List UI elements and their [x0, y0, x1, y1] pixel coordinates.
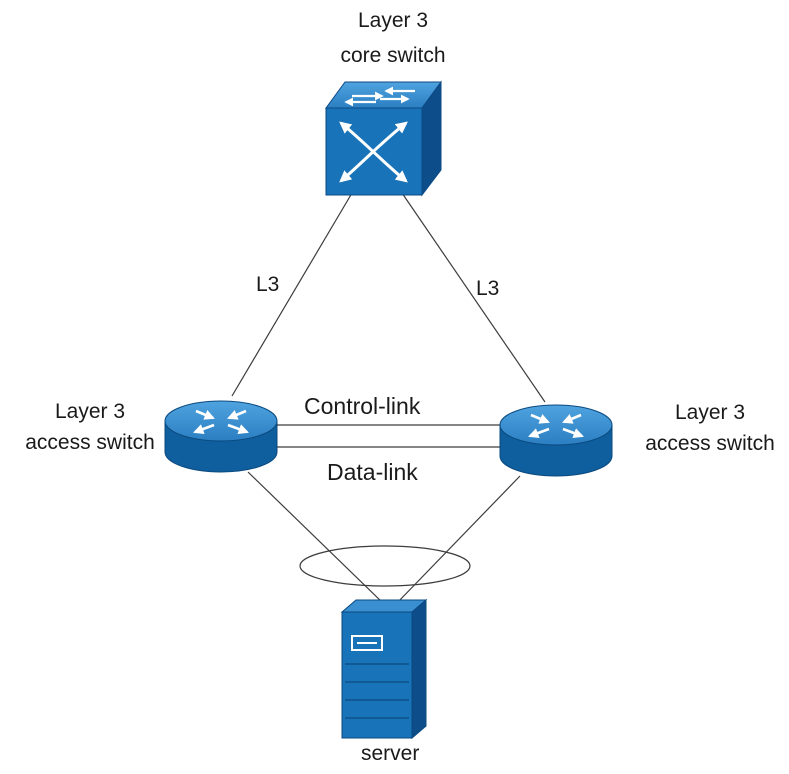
core-switch-label-line2: core switch — [340, 44, 446, 67]
uplink-left-label: L3 — [256, 273, 280, 296]
link-aggregation-ellipse — [299, 545, 471, 587]
access-switch-right-icon — [499, 404, 613, 477]
uplink-right-line — [401, 192, 546, 403]
access-switch-left-label-line2: access switch — [25, 431, 155, 454]
data-link-label: Data-link — [327, 459, 418, 485]
connection-lines — [231, 192, 546, 605]
uplink-left-line — [231, 192, 353, 397]
uplink-right-label: L3 — [476, 277, 500, 300]
access-switch-right-label: Layer 3 access switch — [632, 400, 788, 457]
server-icon — [340, 598, 428, 740]
control-link-label: Control-link — [304, 393, 421, 419]
core-switch-label: Layer 3 core switch — [318, 8, 468, 69]
access-switch-left-label-line1: Layer 3 — [54, 400, 126, 423]
server-link-right-line — [395, 475, 521, 605]
server-link-left-line — [247, 471, 385, 605]
core-switch-label-line1: Layer 3 — [357, 9, 429, 32]
access-switch-left-label: Layer 3 access switch — [12, 399, 168, 456]
access-switch-left-icon — [164, 400, 278, 473]
core-switch-icon — [325, 80, 442, 197]
access-switch-right-label-line2: access switch — [645, 432, 775, 455]
server-label: server — [361, 742, 420, 765]
access-switch-right-label-line1: Layer 3 — [674, 401, 746, 424]
